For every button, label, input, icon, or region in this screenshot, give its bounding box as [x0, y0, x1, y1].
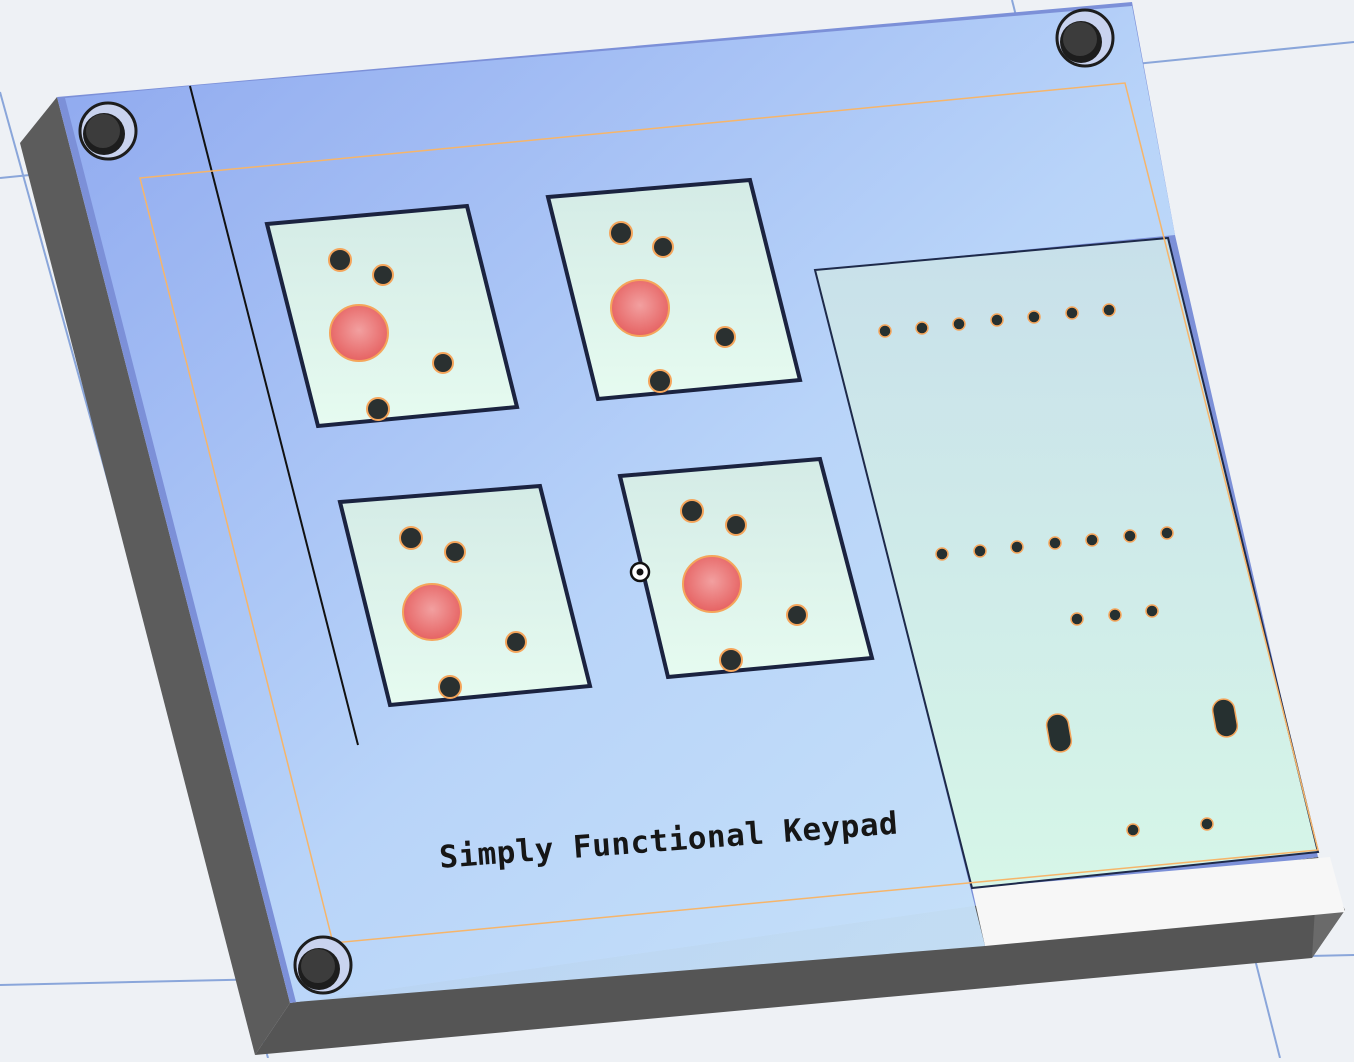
- body-left-side: [20, 97, 290, 1055]
- selection-outline: [139, 82, 1319, 944]
- plate-edge-line: [189, 85, 359, 746]
- switch-holes: [328, 221, 808, 699]
- white-step: [972, 857, 1345, 946]
- slot-hole: [1211, 698, 1239, 738]
- pcb-holes: [878, 303, 1239, 837]
- origin-marker[interactable]: [629, 561, 651, 583]
- standoff-top-left: [78, 101, 138, 161]
- center-pin-hole: [610, 279, 670, 337]
- standoff-bottom-left: [293, 935, 353, 995]
- pcb-area[interactable]: [813, 236, 1320, 890]
- center-pin-hole: [402, 583, 462, 641]
- slot-hole: [1045, 713, 1073, 753]
- center-pin-hole: [329, 304, 389, 362]
- standoffs: [78, 8, 1115, 995]
- standoff-top-right: [1055, 8, 1115, 68]
- center-pin-hole: [682, 555, 742, 613]
